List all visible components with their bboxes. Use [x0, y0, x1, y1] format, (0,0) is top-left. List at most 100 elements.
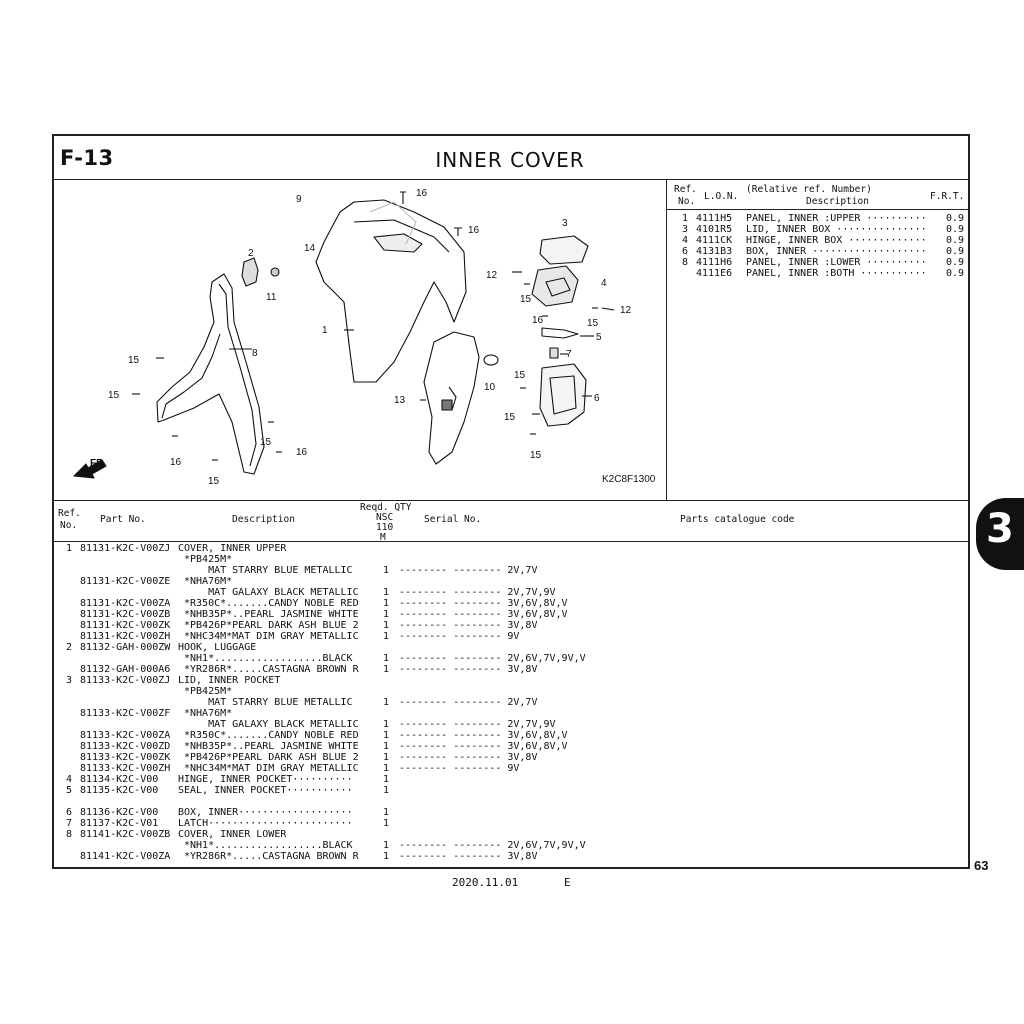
callout-14: 14	[304, 243, 316, 254]
table-cell: 0.9	[946, 257, 965, 268]
table-cell: 81133-K2C-V00ZD	[80, 741, 171, 752]
callout-1: 1	[322, 325, 328, 336]
callout-9: 9	[296, 194, 302, 205]
table-cell: 81133-K2C-V00ZF	[80, 708, 171, 719]
table-cell: 0.9	[946, 235, 965, 246]
parts-header-description: Description	[232, 514, 295, 525]
diagram-bottom-divider	[52, 500, 970, 501]
table-cell: LID, INNER POCKET	[178, 675, 281, 686]
table-cell: *YR286R*.....CASTAGNA BROWN R	[184, 664, 359, 675]
table-cell: MAT STARRY BLUE METALLIC	[184, 565, 353, 576]
table-cell: LATCH························	[178, 818, 353, 829]
frt-header-relative: (Relative ref. Number)	[746, 184, 872, 195]
callout-16: 16	[296, 447, 308, 458]
table-cell: 1	[383, 664, 390, 675]
table-cell: 1	[383, 697, 390, 708]
table-cell: HOOK, LUGGAGE	[178, 642, 257, 653]
callout-7: 7	[566, 349, 572, 360]
latch-drawing	[549, 347, 559, 359]
table-cell: 81133-K2C-V00ZA	[80, 730, 171, 741]
table-cell: 81131-K2C-V00ZB	[80, 609, 171, 620]
callout-15: 15	[504, 412, 516, 423]
parts-header-m: M	[380, 532, 386, 543]
table-cell: 6	[66, 807, 73, 818]
table-cell: 4111E6	[696, 268, 733, 279]
table-cell: 81135-K2C-V00	[80, 785, 159, 796]
table-cell: COVER, INNER LOWER	[178, 829, 287, 840]
callout-15: 15	[520, 294, 532, 305]
title-divider	[52, 179, 970, 180]
image-code: K2C8F1300	[602, 474, 656, 485]
table-cell: 4	[66, 774, 73, 785]
hinge-drawing	[531, 265, 579, 307]
table-cell: -------- -------- 2V,7V,9V	[399, 587, 556, 598]
table-cell: MAT STARRY BLUE METALLIC	[184, 697, 353, 708]
table-cell: 1	[383, 653, 390, 664]
frt-header-ref: Ref.	[674, 184, 697, 195]
parts-header-reqd-qty: Reqd. QTY	[360, 502, 412, 513]
table-cell: 81133-K2C-V00ZJ	[80, 675, 171, 686]
table-cell: 1	[383, 565, 390, 576]
table-cell: 81131-K2C-V00ZJ	[80, 543, 171, 554]
frt-header-lon: L.O.N.	[704, 191, 739, 202]
callout-15: 15	[208, 476, 220, 487]
seal-drawing	[541, 327, 579, 339]
table-cell: 0.9	[946, 213, 965, 224]
callout-4: 4	[601, 278, 607, 289]
table-cell: PANEL, INNER :BOTH ···········	[746, 268, 927, 279]
table-cell: 1	[383, 785, 390, 796]
table-cell: COVER, INNER UPPER	[178, 543, 287, 554]
table-cell: *NHA76M*	[184, 576, 233, 587]
table-cell: 1	[383, 609, 390, 620]
table-cell: 1	[383, 719, 390, 730]
exploded-diagram: 9 16 16 3 2 11 14 12 4 15 15 12 16 5 1 7…	[73, 188, 656, 487]
table-cell: 1	[383, 631, 390, 642]
section-tab	[976, 498, 1024, 570]
cover-inner-upper-drawing	[315, 199, 467, 383]
section-code: F-13	[60, 146, 114, 170]
table-cell: 1	[383, 840, 390, 851]
frt-header-no: No.	[678, 196, 696, 207]
table-cell: 1	[383, 598, 390, 609]
table-cell: MAT GALAXY BLACK METALLIC	[184, 587, 359, 598]
table-cell: -------- -------- 2V,6V,7V,9V,V	[399, 840, 586, 851]
table-cell: 1	[383, 587, 390, 598]
table-cell: *R350C*.......CANDY NOBLE RED	[184, 598, 359, 609]
table-cell: -------- -------- 3V,8V	[399, 620, 538, 631]
table-cell: 4111H5	[696, 213, 733, 224]
page-title: INNER COVER	[435, 148, 585, 172]
callout-15: 15	[128, 355, 140, 366]
table-cell: 81137-K2C-V01	[80, 818, 159, 829]
callout-11: 11	[266, 292, 277, 303]
callout-10: 10	[484, 382, 496, 393]
footer-edition: E	[564, 876, 571, 889]
table-cell: *NHB35P*..PEARL JASMINE WHITE	[184, 741, 359, 752]
callout-15: 15	[530, 450, 542, 461]
inner-box-drawing	[539, 363, 587, 427]
table-cell: 1	[383, 807, 390, 818]
callout-15: 15	[587, 318, 599, 329]
table-cell: 1	[383, 818, 390, 829]
table-cell: -------- -------- 3V,8V	[399, 664, 538, 675]
table-cell: *R350C*.......CANDY NOBLE RED	[184, 730, 359, 741]
callout-2: 2	[248, 248, 254, 259]
table-cell: *NH1*..................BLACK	[184, 653, 353, 664]
table-cell: -------- -------- 9V	[399, 763, 520, 774]
table-cell: 1	[66, 543, 73, 554]
table-cell: -------- -------- 3V,6V,8V,V	[399, 730, 568, 741]
table-cell: 81133-K2C-V00ZK	[80, 752, 171, 763]
fr-label: FR.	[90, 458, 106, 469]
table-cell: *NH1*..................BLACK	[184, 840, 353, 851]
table-cell: 1	[682, 213, 689, 224]
frt-header-divider	[667, 209, 970, 210]
table-cell: -------- -------- 2V,6V,7V,9V,V	[399, 653, 586, 664]
table-cell: *NHC34M*MAT DIM GRAY METALLIC	[184, 763, 359, 774]
lid-inner-pocket-drawing	[539, 235, 589, 265]
callout-6: 6	[594, 393, 600, 404]
footer-date: 2020.11.01	[452, 876, 519, 889]
inner-panel-drawing	[423, 331, 480, 465]
